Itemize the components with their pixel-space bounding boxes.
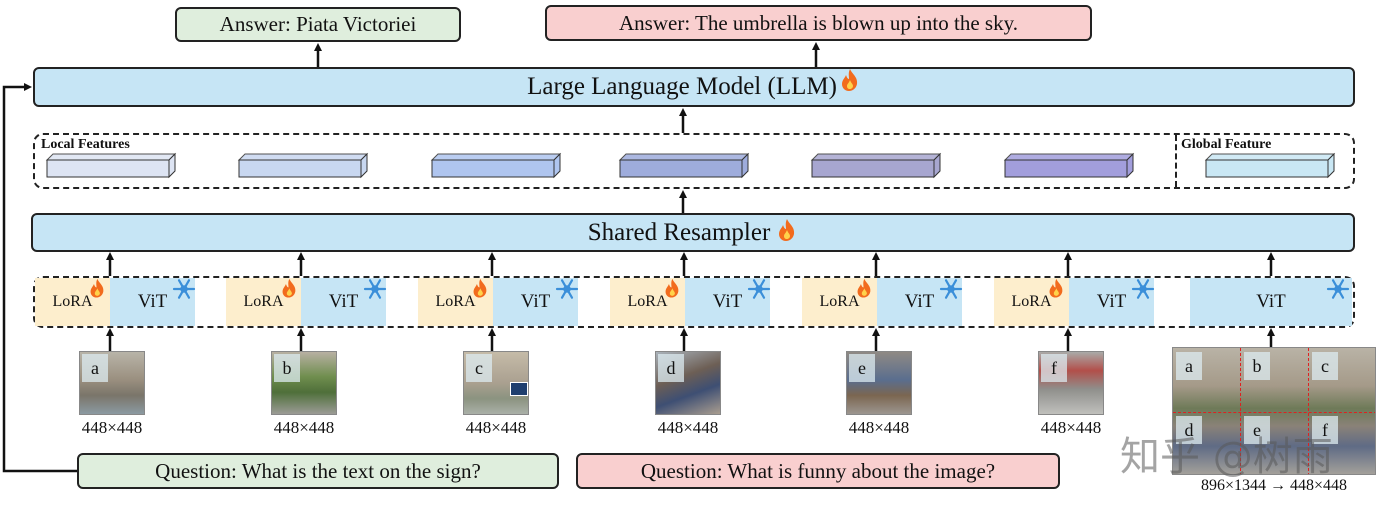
slice-size-f: 448×448 bbox=[1040, 418, 1102, 437]
llm-label: Large Language Model (LLM) bbox=[527, 73, 837, 100]
global-letter-f: f bbox=[1312, 416, 1338, 444]
features-region bbox=[33, 133, 1355, 189]
slice-letter: f bbox=[1041, 354, 1067, 382]
vit-label: ViT bbox=[904, 291, 935, 312]
vit-label: ViT bbox=[137, 291, 168, 312]
lora-label: LoRA bbox=[243, 293, 284, 310]
vit-block: ViT bbox=[685, 278, 770, 326]
answer-box-right: Answer: The umbrella is blown up into th… bbox=[545, 5, 1092, 41]
global-letter-e: e bbox=[1244, 416, 1270, 444]
answer-box-left: Answer: Piata Victoriei bbox=[175, 7, 461, 42]
vit-label: ViT bbox=[328, 291, 359, 312]
question-text-left: Question: What is the text on the sign? bbox=[155, 458, 481, 483]
vit-label: ViT bbox=[712, 291, 743, 312]
slice-image-e: e bbox=[846, 351, 912, 415]
lora-block: LoRA bbox=[418, 278, 493, 326]
vit-block: ViT bbox=[493, 278, 578, 326]
slice-image-d: d bbox=[655, 351, 721, 415]
global-feature-label: Global Feature bbox=[1181, 137, 1272, 152]
fire-icon bbox=[839, 68, 861, 92]
encoder-b: LoRA ViT bbox=[226, 278, 386, 326]
global-letter-b: b bbox=[1244, 352, 1270, 380]
resize-label: 896×1344 → 448×448 bbox=[1200, 477, 1348, 494]
grid-line-v1 bbox=[1240, 348, 1241, 474]
vit-block: ViT bbox=[1069, 278, 1154, 326]
encoder-e: LoRA ViT bbox=[802, 278, 962, 326]
vit-block: ViT bbox=[301, 278, 386, 326]
slice-image-f: f bbox=[1038, 351, 1104, 415]
question-text-right: Question: What is funny about the image? bbox=[640, 458, 996, 483]
resampler-bar: Shared Resampler bbox=[31, 213, 1355, 252]
lora-label: LoRA bbox=[627, 293, 668, 310]
vit-block: ViT bbox=[1190, 278, 1352, 326]
question-box-left: Question: What is the text on the sign? bbox=[77, 453, 559, 489]
lora-block: LoRA bbox=[994, 278, 1069, 326]
global-letter-a: a bbox=[1176, 352, 1202, 380]
lora-block: LoRA bbox=[226, 278, 301, 326]
slice-size-e: 448×448 bbox=[848, 418, 910, 437]
vit-block: ViT bbox=[877, 278, 962, 326]
lora-label: LoRA bbox=[1011, 293, 1052, 310]
lora-label: LoRA bbox=[435, 293, 476, 310]
grid-line-h bbox=[1173, 412, 1375, 413]
question-box-right: Question: What is funny about the image? bbox=[576, 453, 1060, 489]
vit-block: ViT bbox=[110, 278, 195, 326]
global-letter-d: d bbox=[1176, 416, 1202, 444]
slice-image-a: a bbox=[79, 351, 145, 415]
global-image: a b c d e f bbox=[1172, 347, 1376, 475]
slice-letter: c bbox=[466, 354, 492, 382]
vit-label: ViT bbox=[1256, 291, 1286, 312]
lora-label: LoRA bbox=[819, 293, 860, 310]
slice-letter: a bbox=[82, 354, 108, 382]
features-divider bbox=[1175, 135, 1177, 187]
answer-text-left: Answer: Piata Victoriei bbox=[219, 12, 417, 36]
slice-size-a: 448×448 bbox=[81, 418, 143, 437]
global-letter-c: c bbox=[1312, 352, 1338, 380]
encoder-f: LoRA ViT bbox=[994, 278, 1154, 326]
answer-text-right: Answer: The umbrella is blown up into th… bbox=[619, 10, 1018, 35]
encoder-a: LoRA ViT bbox=[35, 278, 195, 326]
slice-letter: b bbox=[274, 354, 300, 382]
slice-size-c: 448×448 bbox=[465, 418, 527, 437]
street-sign bbox=[510, 382, 528, 396]
vit-label: ViT bbox=[520, 291, 551, 312]
watermark: 知乎 @树雨 bbox=[1120, 434, 1333, 480]
lora-block: LoRA bbox=[35, 278, 110, 326]
lora-label: LoRA bbox=[52, 293, 93, 310]
slice-letter: e bbox=[849, 354, 875, 382]
fire-icon bbox=[776, 218, 798, 242]
encoder-c: LoRA ViT bbox=[418, 278, 578, 326]
slice-size-d: 448×448 bbox=[657, 418, 719, 437]
slice-image-c: c bbox=[463, 351, 529, 415]
vit-label: ViT bbox=[1096, 291, 1127, 312]
encoder-d: LoRA ViT bbox=[610, 278, 770, 326]
lora-block: LoRA bbox=[802, 278, 877, 326]
slice-image-b: b bbox=[271, 351, 337, 415]
llm-bar: Large Language Model (LLM) bbox=[33, 67, 1355, 107]
encoder-global: ViT bbox=[1190, 278, 1352, 326]
lora-block: LoRA bbox=[610, 278, 685, 326]
slice-letter: d bbox=[658, 354, 684, 382]
resampler-label: Shared Resampler bbox=[587, 218, 771, 246]
grid-line-v2 bbox=[1308, 348, 1309, 474]
slice-size-b: 448×448 bbox=[273, 418, 335, 437]
local-features-label: Local Features bbox=[41, 137, 130, 152]
